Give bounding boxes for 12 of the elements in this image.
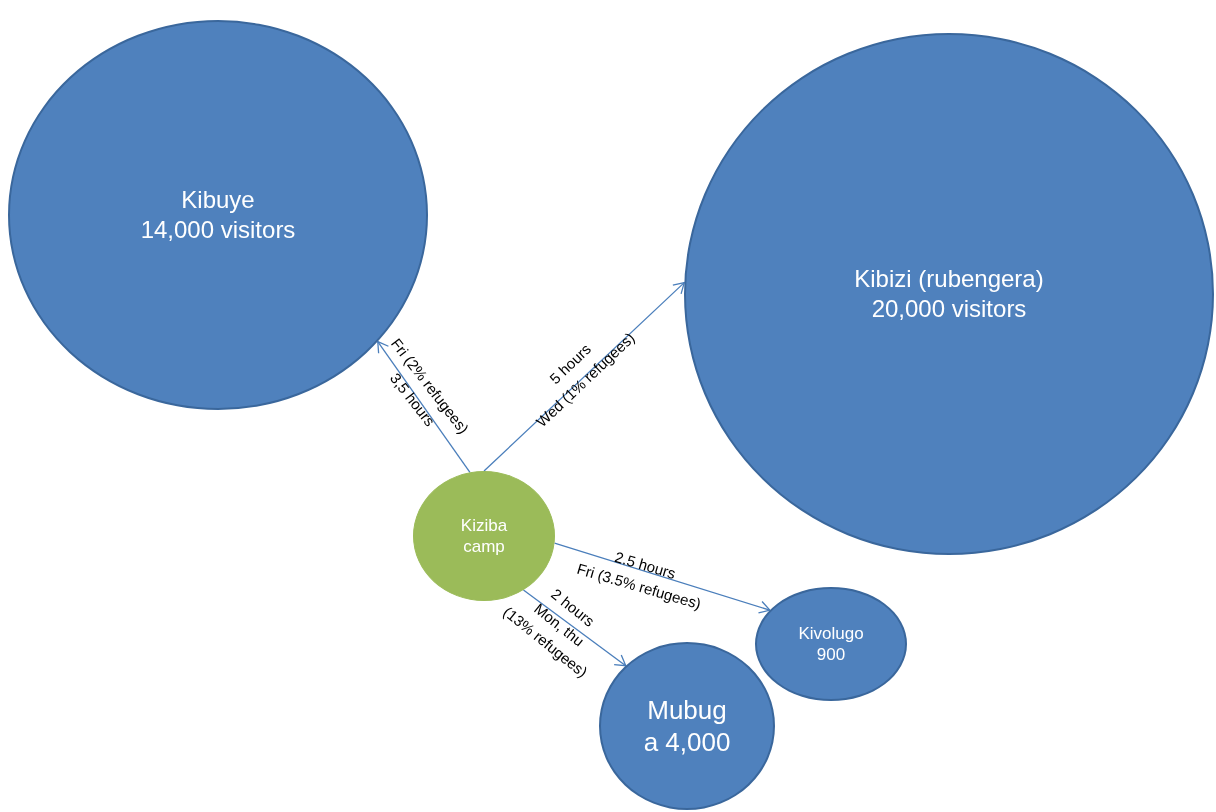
visitor-count: 900 [816,644,846,666]
place-name: Kibuye [181,185,255,215]
visitor-count: 14,000 visitors [140,215,296,245]
visitor-count: 20,000 visitors [871,294,1027,324]
arrow [522,589,627,667]
place-name: Kibizi (rubengera) [854,264,1044,294]
arrow [483,281,685,472]
arrow [377,340,471,473]
place-name: Kivolugo [798,622,864,644]
place-name: Kiziba camp [459,514,509,558]
arrow [553,542,771,614]
place-name: Mubug a 4,000 [642,693,732,759]
